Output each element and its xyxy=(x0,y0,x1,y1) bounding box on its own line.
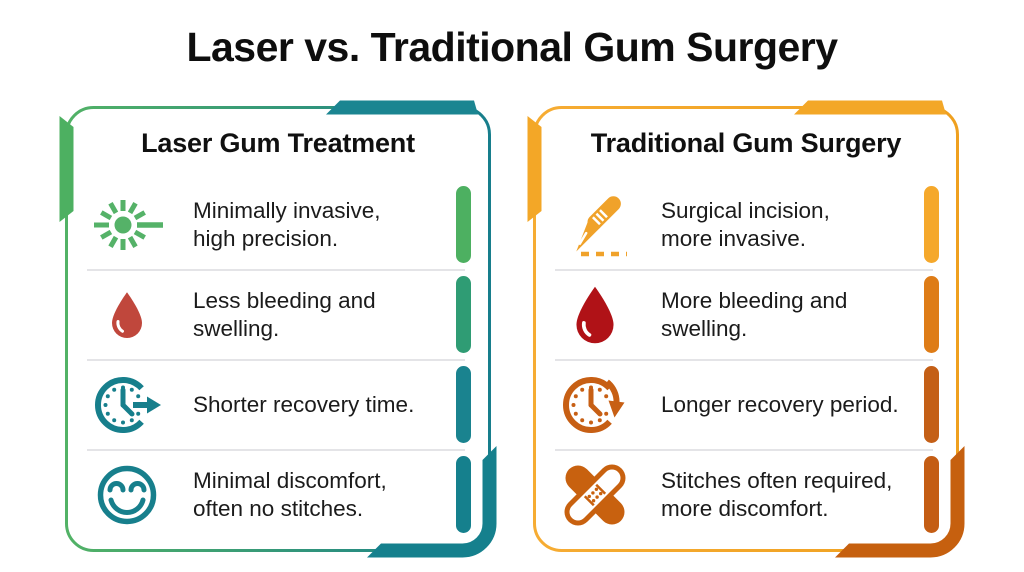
traditional-card: Traditional Gum Surgery Surgical incisio… xyxy=(527,100,965,558)
laser-row-text: Shorter recovery time. xyxy=(193,392,415,418)
blood-drop-icon xyxy=(112,291,142,338)
crossed-bandages-icon xyxy=(564,464,626,526)
smiley-face-icon xyxy=(97,465,157,525)
trad-row-text: Surgical incision, more invasive. xyxy=(661,198,830,251)
trad-row-surgical-incision: Surgical incision, more invasive. xyxy=(533,180,959,270)
accent-bar xyxy=(924,366,939,443)
scalpel-icon xyxy=(576,196,627,257)
trad-row-longer-recovery: Longer recovery period. xyxy=(533,359,959,450)
trad-row-text: Longer recovery period. xyxy=(661,392,899,418)
laser-card: Laser Gum Treatment Minimally invasive, … xyxy=(59,100,497,558)
laser-row-text: Less bleeding and swelling. xyxy=(193,288,376,341)
laser-row-text: Minimal discomfort, often no stitches. xyxy=(193,468,387,521)
laser-card-frame xyxy=(59,100,497,558)
laser-row-shorter-recovery: Shorter recovery time. xyxy=(65,359,491,450)
traditional-card-frame xyxy=(527,100,965,558)
laser-card-rows: Minimally invasive, high precision. Less… xyxy=(65,180,491,540)
accent-bar xyxy=(924,186,939,263)
accent-bar xyxy=(924,456,939,533)
accent-bar xyxy=(456,186,471,263)
blood-drop-icon xyxy=(576,286,614,343)
laser-row-less-bleeding: Less bleeding and swelling. xyxy=(65,269,491,360)
trad-row-more-bleeding: More bleeding and swelling. xyxy=(533,269,959,360)
clock-forward-icon xyxy=(95,377,161,433)
trad-row-stitches-required: Stitches often required, more discomfort… xyxy=(533,449,959,540)
laser-beam-icon xyxy=(94,200,163,250)
accent-bar xyxy=(456,366,471,443)
laser-row-minimally-invasive: Minimally invasive, high precision. xyxy=(65,180,491,270)
laser-row-text: Minimally invasive, high precision. xyxy=(193,198,381,251)
accent-bar xyxy=(456,276,471,353)
traditional-card-rows: Surgical incision, more invasive. More b… xyxy=(533,180,959,540)
laser-card-title: Laser Gum Treatment xyxy=(141,128,415,158)
trad-row-text: More bleeding and swelling. xyxy=(661,288,848,341)
accent-bar xyxy=(456,456,471,533)
accent-bar xyxy=(924,276,939,353)
trad-row-text: Stitches often required, more discomfort… xyxy=(661,468,893,521)
laser-row-minimal-discomfort: Minimal discomfort, often no stitches. xyxy=(65,449,491,540)
page-title: Laser vs. Traditional Gum Surgery xyxy=(186,24,838,70)
clock-delay-icon xyxy=(563,377,625,433)
traditional-card-title: Traditional Gum Surgery xyxy=(590,128,902,158)
